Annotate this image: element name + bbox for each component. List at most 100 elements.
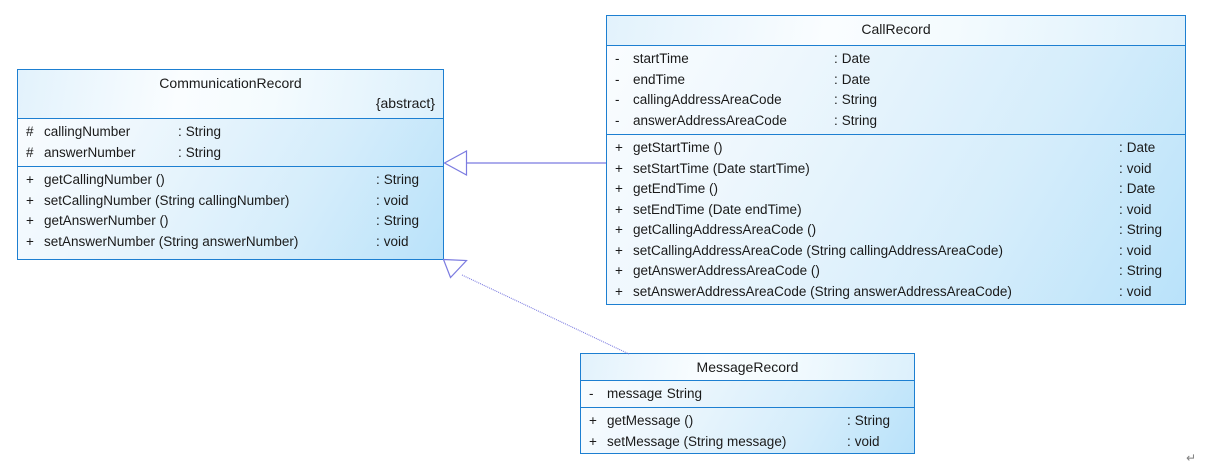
operation-return-type: :void [1119, 283, 1152, 299]
type-name: Date [1126, 140, 1156, 155]
operation-return-type: :void [1119, 201, 1152, 217]
type-name: String [383, 172, 420, 187]
operation-row: + setMessage (String message) :void [581, 432, 914, 453]
attribute-name: callingNumber [44, 124, 131, 139]
type-name: void [383, 233, 409, 249]
type-name: void [1126, 283, 1152, 299]
type-name: String [1126, 263, 1163, 278]
type-name: String [841, 92, 878, 107]
class-stereotype-abstract: {abstract} [375, 95, 435, 111]
operation-row: +setEndTime (Date endTime):void [607, 200, 1185, 221]
operation-row: + getMessage () :String [581, 411, 914, 432]
operation-return-type: :void [1119, 242, 1152, 258]
class-box-communication-record[interactable]: CommunicationRecord {abstract} # callingN… [17, 69, 444, 260]
operation-signature: getAnswerNumber () [44, 213, 169, 228]
visibility-marker: + [26, 172, 34, 187]
class-box-call-record[interactable]: CallRecord -startTime:Date-endTime:Date-… [606, 15, 1186, 305]
attributes-compartment-communication-record: # callingNumber :String# answerNumber :Strin… [18, 119, 443, 166]
operation-signature: getStartTime () [633, 140, 723, 155]
type-name: void [1126, 160, 1152, 176]
visibility-marker: + [589, 413, 597, 428]
class-title-call-record: CallRecord [861, 21, 931, 37]
visibility-marker: + [615, 140, 623, 155]
visibility-marker: - [589, 386, 594, 401]
generalization-call-record-to-communication-record [443, 149, 606, 177]
visibility-marker: + [615, 242, 623, 258]
operations-compartment-call-record: + getStartTime () :Date + setStartTime (Date… [607, 134, 1185, 304]
visibility-marker: + [615, 222, 623, 237]
class-header-message-record: MessageRecord [581, 354, 914, 381]
operation-signature: getEndTime () [633, 181, 719, 196]
type-name: String [383, 213, 420, 228]
operation-row: + getAnswerNumber () :String [18, 211, 443, 232]
type-name: void [1126, 201, 1152, 217]
operation-row: + setCallingAddressAreaCode (String calli… [607, 241, 1185, 262]
visibility-marker: + [615, 160, 623, 176]
visibility-marker: + [589, 433, 597, 449]
attribute-row: -answerAddressAreaCode:String [607, 111, 1185, 132]
generalization-triangle-message-record [442, 258, 468, 279]
class-header-communication-record: CommunicationRecord {abstract} [18, 70, 443, 119]
generalization-triangle-call-record [443, 149, 468, 177]
visibility-marker: + [26, 213, 34, 228]
attribute-row: # callingNumber :String [18, 122, 443, 143]
type-name: void [383, 192, 409, 208]
operation-row: +setCallingNumber (String callingNumber)… [18, 191, 443, 212]
operation-signature: setEndTime (Date endTime) [633, 201, 802, 217]
class-title-message-record: MessageRecord [696, 359, 799, 375]
type-name: void [854, 433, 880, 449]
visibility-marker: + [615, 283, 623, 299]
operation-row: +getCallingAddressAreaCode ():String [607, 220, 1185, 241]
attribute-row: -endTime:Date [607, 70, 1185, 91]
attribute-type: :Date [834, 71, 871, 87]
operations-compartment-communication-record: +getCallingNumber ():String+setCallingNu… [18, 166, 443, 259]
operation-return-type: :Date [1119, 140, 1156, 155]
type-name: String [841, 112, 878, 128]
operation-signature: getCallingNumber () [44, 172, 165, 187]
attribute-name: endTime [633, 71, 686, 87]
operation-signature: getMessage () [607, 413, 694, 428]
operation-signature: setStartTime (Date startTime) [633, 160, 810, 176]
operation-signature: setAnswerAddressAreaCode (String answerA… [633, 283, 1012, 299]
attributes-compartment-call-record: -startTime:Date -endTime :Date -callingAddr… [607, 46, 1185, 134]
type-name: String [185, 144, 222, 160]
operation-return-type: :String [1119, 263, 1163, 278]
operation-return-type: :String [847, 413, 891, 428]
visibility-marker: + [26, 192, 34, 208]
visibility-marker: - [615, 92, 620, 107]
operation-row: + getCallingNumber () :String [18, 170, 443, 191]
operations-compartment-message-record: + getMessage () :String + setMessage (String… [581, 407, 914, 454]
operation-row: + getStartTime () :Date [607, 138, 1185, 159]
operation-signature: setMessage (String message) [607, 433, 787, 449]
attribute-type: :String [659, 386, 703, 401]
operation-return-type: :String [376, 172, 420, 187]
operation-return-type: :void [847, 433, 880, 449]
attribute-name: callingAddressAreaCode [633, 92, 782, 107]
class-box-message-record[interactable]: MessageRecord -message:String + getMessag… [580, 353, 915, 454]
type-name: Date [1126, 181, 1156, 196]
attribute-type: :String [178, 124, 222, 139]
type-name: String [1126, 222, 1163, 237]
operation-return-type: :String [376, 213, 420, 228]
attribute-row: -callingAddressAreaCode:String [607, 90, 1185, 111]
operation-return-type: :void [1119, 160, 1152, 176]
attribute-row: -message:String [581, 384, 914, 405]
type-name: void [1126, 242, 1152, 258]
operation-row: +setAnswerNumber (String answerNumber):v… [18, 232, 443, 253]
attribute-row: -startTime:Date [607, 49, 1185, 70]
operation-signature: setCallingAddressAreaCode (String callin… [633, 242, 1003, 258]
attribute-type: :Date [834, 51, 871, 66]
operation-row: + setStartTime (Date startTime) :void [607, 159, 1185, 180]
operation-return-type: :void [376, 192, 409, 208]
operation-row: +getEndTime ():Date [607, 179, 1185, 200]
operation-return-type: :String [1119, 222, 1163, 237]
type-name: Date [841, 71, 871, 87]
attribute-name: answerNumber [44, 144, 136, 160]
operation-return-type: :void [376, 233, 409, 249]
class-header-call-record: CallRecord [607, 16, 1185, 46]
visibility-marker: # [26, 144, 34, 160]
type-name: String [854, 413, 891, 428]
operation-return-type: :Date [1119, 181, 1156, 196]
visibility-marker: # [26, 124, 34, 139]
paragraph-return-icon: ↵ [1186, 451, 1197, 465]
